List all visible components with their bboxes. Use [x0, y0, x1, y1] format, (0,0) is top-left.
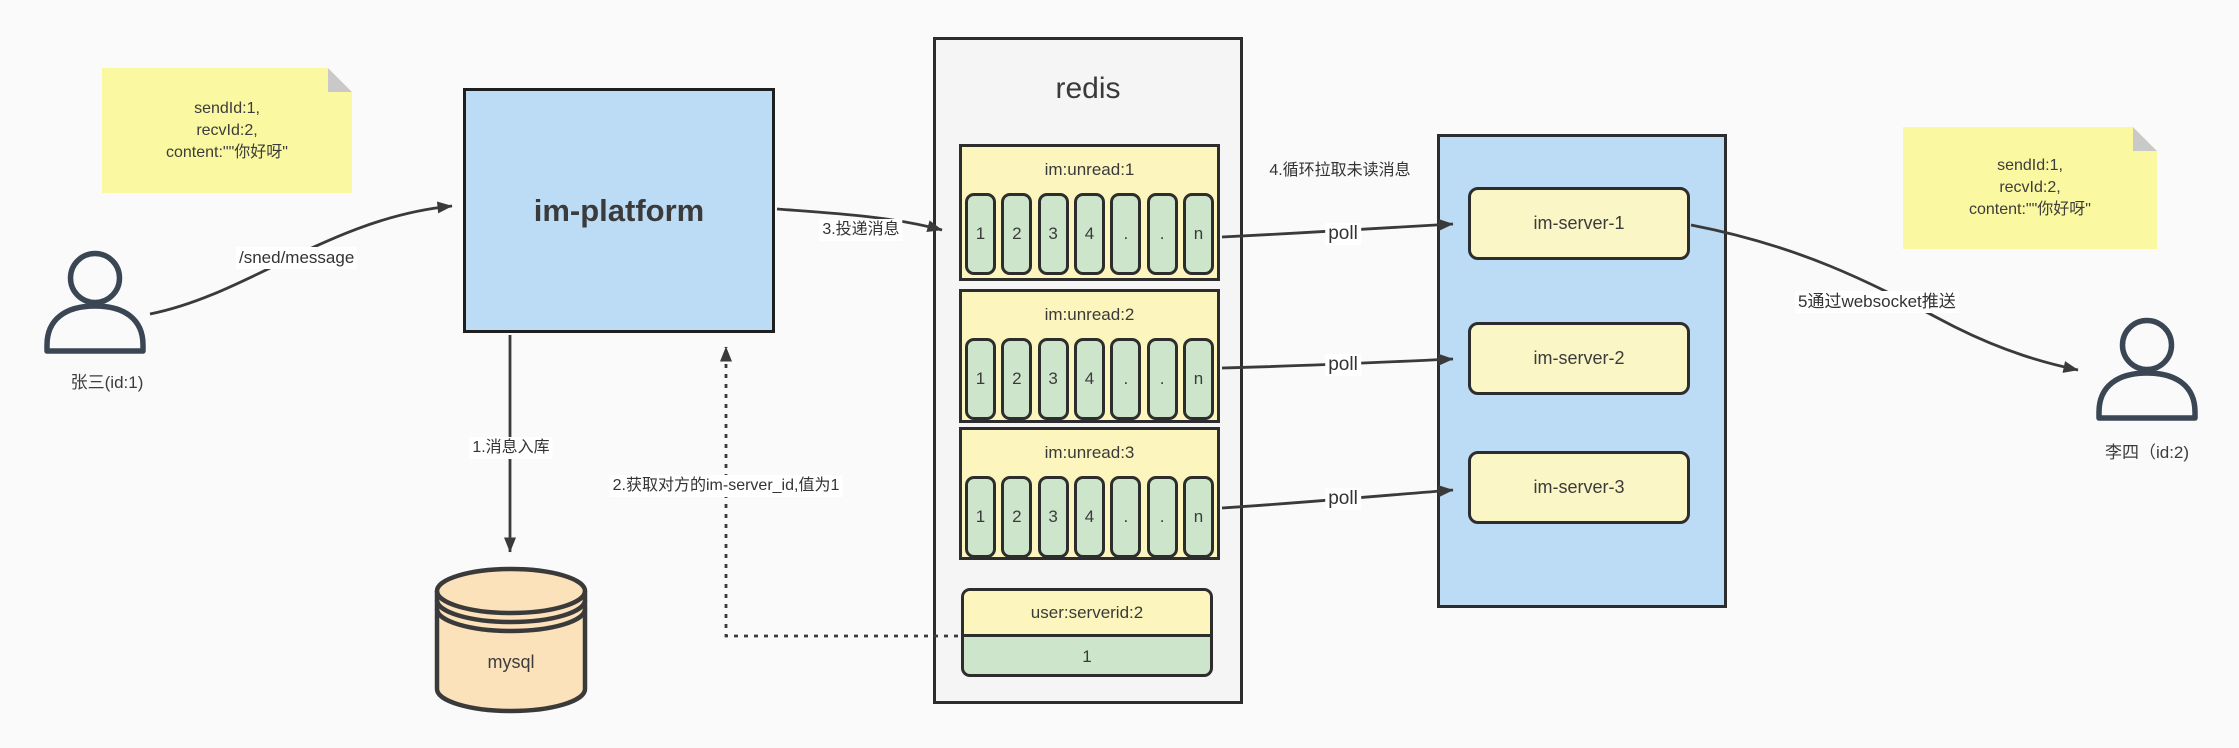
sticky-note-receiver: sendId:1, recvId:2, content:""你好呀" — [1903, 127, 2157, 249]
queue-cell: . — [1110, 338, 1142, 420]
user-icon — [2096, 317, 2198, 421]
edge-label-send: /sned/message — [236, 247, 358, 269]
queue-cell: . — [1146, 193, 1178, 275]
queue-cell: 3 — [1037, 193, 1069, 275]
queue-cell: n — [1182, 338, 1214, 420]
queue-header: im:unread:3 — [1044, 443, 1135, 462]
database-label: mysql — [487, 652, 535, 672]
user-icon — [44, 250, 146, 354]
im-server-1-box: im-server-1 — [1468, 187, 1690, 260]
edge-label-deliver: 3.投递消息 — [819, 219, 903, 241]
note-line: sendId:1, — [194, 99, 260, 117]
note-line: content:""你好呀" — [1969, 201, 2091, 218]
queue-cell: 3 — [1037, 338, 1069, 420]
queue-cell: . — [1110, 193, 1142, 275]
edge-label-push: 5通过websocket推送 — [1795, 291, 1959, 313]
im-server-3-label: im-server-3 — [1533, 477, 1625, 497]
receiver-label: 李四（id:2) — [2104, 443, 2190, 462]
im-server-2-box: im-server-2 — [1468, 322, 1690, 395]
queue-im-unread-1: im:unread:1 1 2 3 4 . . n — [959, 144, 1220, 281]
queue-header: im:unread:1 — [1044, 160, 1135, 179]
sticky-note-sender: sendId:1, recvId:2, content:""你好呀" — [102, 68, 352, 193]
note-line: content:""你好呀" — [166, 143, 288, 161]
im-server-1-label: im-server-1 — [1533, 213, 1625, 233]
queue-cell: 2 — [1001, 476, 1033, 558]
queue-cells: 1 2 3 4 . . n — [962, 476, 1217, 558]
queue-header: im:unread:2 — [1044, 305, 1135, 324]
queue-cells: 1 2 3 4 . . n — [962, 193, 1217, 275]
kv-user-serverid: user:serverid:2 1 — [961, 588, 1213, 677]
queue-im-unread-2: im:unread:2 1 2 3 4 . . n — [959, 289, 1220, 423]
edge-label-store: 1.消息入库 — [469, 437, 553, 459]
im-server-2-label: im-server-2 — [1533, 348, 1625, 368]
queue-cell: . — [1146, 338, 1178, 420]
queue-cell: 1 — [965, 476, 996, 558]
database-icon — [434, 566, 588, 714]
edge-label-poll-3: poll — [1325, 488, 1361, 510]
edge-label-lookup: 2.获取对方的im-server_id,值为1 — [609, 475, 843, 497]
edge-label-poll-2: poll — [1325, 354, 1361, 376]
note-line: recvId:2, — [196, 121, 258, 139]
queue-cell: 4 — [1073, 476, 1105, 558]
edge-label-pull: 4.循环拉取未读消息 — [1264, 160, 1416, 182]
queue-cell: n — [1182, 193, 1214, 275]
edge-label-poll-1: poll — [1325, 223, 1361, 245]
queue-im-unread-3: im:unread:3 1 2 3 4 . . n — [959, 427, 1220, 560]
im-platform-box: im-platform — [463, 88, 775, 333]
im-server-3-box: im-server-3 — [1468, 451, 1690, 524]
queue-cell: 4 — [1073, 338, 1105, 420]
queue-cells: 1 2 3 4 . . n — [962, 338, 1217, 420]
queue-cell: 2 — [1001, 338, 1033, 420]
sender-label: 张三(id:1) — [70, 373, 144, 392]
queue-cell: 1 — [965, 193, 996, 275]
kv-value: 1 — [1082, 647, 1092, 666]
kv-header: user:serverid:2 — [964, 591, 1210, 637]
queue-cell: 2 — [1001, 193, 1033, 275]
note-line: recvId:2, — [1999, 179, 2061, 196]
im-platform-label: im-platform — [533, 192, 705, 228]
queue-cell: 4 — [1073, 193, 1105, 275]
queue-cell: . — [1146, 476, 1178, 558]
queue-cell: n — [1182, 476, 1214, 558]
redis-title: redis — [1055, 72, 1121, 105]
note-line: sendId:1, — [1997, 157, 2063, 174]
note-fold-icon — [2133, 127, 2157, 151]
note-fold-icon — [328, 68, 352, 92]
queue-cell: 3 — [1037, 476, 1069, 558]
queue-cell: 1 — [965, 338, 996, 420]
queue-cell: . — [1110, 476, 1142, 558]
